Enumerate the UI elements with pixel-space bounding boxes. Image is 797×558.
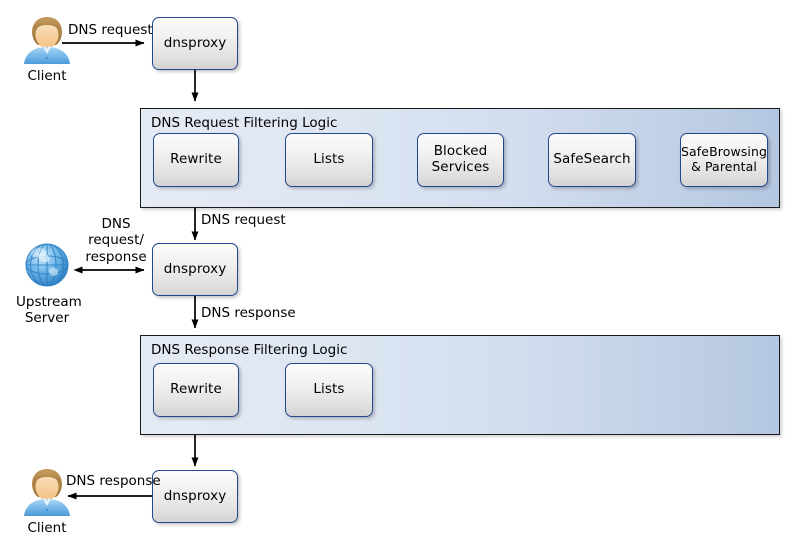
node-label: Lists (313, 381, 345, 398)
actor-upstream-server: Upstream Server (16, 240, 82, 327)
actor-client-bottom: Client (16, 466, 78, 536)
group-response-filtering: DNS Response Filtering Logic (140, 335, 780, 435)
group-title: DNS Request Filtering Logic (151, 115, 338, 131)
person-icon (24, 469, 70, 516)
stage-safesearch[interactable]: SafeSearch (548, 133, 636, 187)
node-dnsproxy-middle[interactable]: dnsproxy (152, 243, 238, 296)
node-label: Blocked Services (431, 143, 490, 175)
node-label: dnsproxy (163, 34, 227, 51)
edge-label-client-to-proxy: DNS request (68, 22, 153, 38)
edge-label-upstream-bidirectional: DNS request/ response (85, 216, 147, 265)
node-label: SafeSearch (553, 151, 631, 168)
node-dnsproxy-bottom[interactable]: dnsproxy (152, 470, 238, 523)
actor-caption: Client (27, 68, 67, 84)
group-request-filtering: DNS Request Filtering Logic (140, 108, 780, 208)
stage-safebrowsing-parental[interactable]: SafeBrowsing & Parental (680, 133, 768, 187)
node-label: dnsproxy (163, 260, 227, 277)
actor-client-top: Client (16, 14, 78, 84)
actor-caption: Client (27, 520, 67, 536)
stage-blocked-services[interactable]: Blocked Services (417, 133, 504, 187)
stage-rewrite-response[interactable]: Rewrite (153, 363, 239, 417)
node-label: Rewrite (170, 381, 222, 398)
stage-lists-request[interactable]: Lists (285, 133, 373, 187)
edge-label-proxy-to-request-filter: DNS request (201, 212, 286, 228)
stage-lists-response[interactable]: Lists (285, 363, 373, 417)
node-dnsproxy-top[interactable]: dnsproxy (152, 17, 238, 70)
node-label: dnsproxy (163, 487, 227, 504)
edge-label-proxy-to-client: DNS response (66, 473, 161, 489)
actor-caption: Upstream Server (16, 294, 82, 327)
node-label: Lists (313, 151, 345, 168)
group-title: DNS Response Filtering Logic (151, 342, 348, 358)
node-label: SafeBrowsing & Parental (680, 144, 768, 174)
person-icon (24, 17, 70, 64)
globe-icon (25, 243, 69, 287)
stage-rewrite-request[interactable]: Rewrite (153, 133, 239, 187)
edge-label-proxy-to-response-filter: DNS response (201, 305, 296, 321)
node-label: Rewrite (170, 151, 222, 168)
